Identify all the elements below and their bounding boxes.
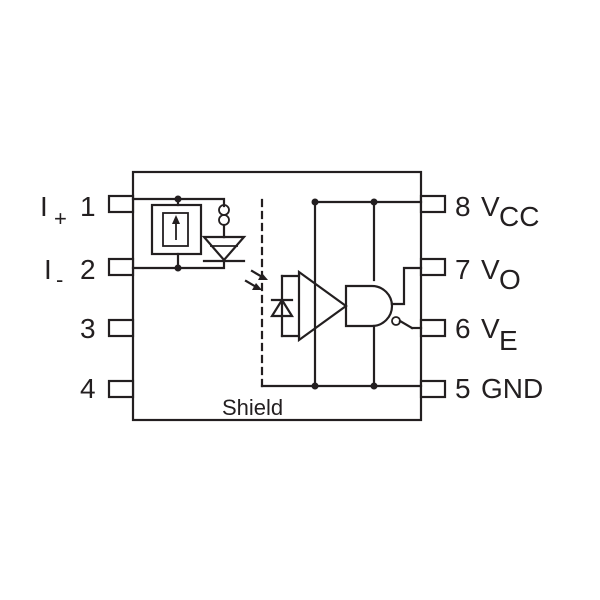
pin-3 bbox=[107, 318, 135, 338]
package-body bbox=[131, 170, 423, 422]
pin-2-number: 2 bbox=[80, 254, 96, 285]
pin-4-number: 4 bbox=[80, 373, 96, 404]
pin-7-label-main: V bbox=[481, 254, 500, 285]
pin-1-label-sub: + bbox=[54, 206, 67, 231]
photodiode-icon bbox=[270, 297, 294, 318]
pin-1-number: 1 bbox=[80, 191, 96, 222]
output-block bbox=[270, 198, 423, 390]
pin-6-number: 6 bbox=[455, 313, 471, 344]
nand-gate-icon bbox=[344, 284, 394, 328]
pin-8 bbox=[419, 194, 447, 214]
shield-label: Shield bbox=[222, 395, 283, 420]
led-icon bbox=[201, 235, 247, 262]
light-arrows bbox=[244, 269, 268, 290]
pin-8-label-main: V bbox=[481, 191, 500, 222]
pin-7-label-sub: O bbox=[499, 264, 521, 295]
input-led-block bbox=[131, 195, 247, 272]
pin-2-label-main: I bbox=[44, 254, 52, 285]
pin-5-label-main: GND bbox=[481, 373, 543, 404]
pin-8-label-sub: CC bbox=[499, 201, 539, 232]
pin-6 bbox=[419, 318, 447, 338]
pin-6-label-main: V bbox=[481, 313, 500, 344]
pin-8-number: 8 bbox=[455, 191, 471, 222]
pin-5 bbox=[419, 379, 447, 399]
pin-6-label-sub: E bbox=[499, 325, 518, 356]
pin-1 bbox=[107, 194, 135, 214]
pin-4 bbox=[107, 379, 135, 399]
pin-2-label-sub: - bbox=[56, 267, 63, 292]
amplifier-icon bbox=[297, 269, 348, 343]
pin-7-number: 7 bbox=[455, 254, 471, 285]
pin-3-number: 3 bbox=[80, 313, 96, 344]
pin-2 bbox=[107, 257, 135, 277]
pin-1-label-main: I bbox=[40, 191, 48, 222]
pin-5-number: 5 bbox=[455, 373, 471, 404]
pin-7 bbox=[419, 257, 447, 277]
